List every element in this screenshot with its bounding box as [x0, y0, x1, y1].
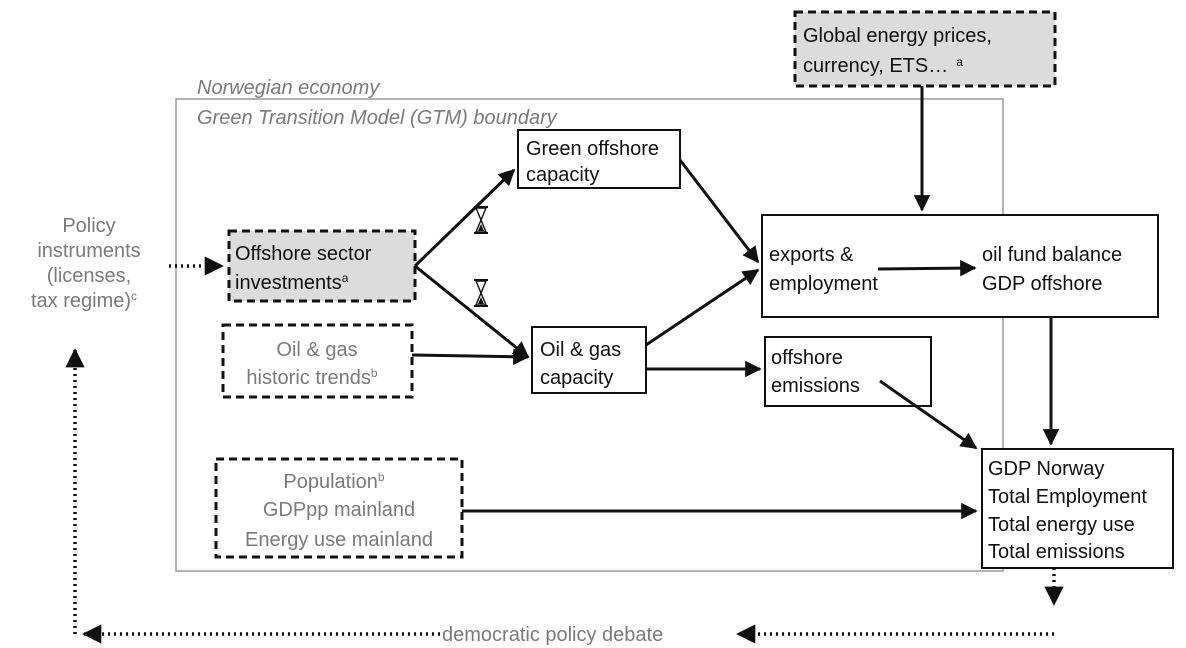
oil-gas-capacity-line2: capacity	[540, 367, 613, 389]
oil-gas-trends-line1: Oil & gas	[276, 339, 357, 361]
oil-gas-trends-node: Oil & gas historic trendsb	[221, 323, 414, 399]
policy-note: c	[131, 289, 137, 303]
oil-gas-capacity-line1: Oil & gas	[540, 339, 621, 361]
exports-oilfund-node: exports & employment oil fund balance GD…	[761, 214, 1159, 318]
norwegian-economy-label: Norwegian economy	[197, 77, 380, 99]
exports-employment-line1: exports &	[769, 244, 854, 266]
global-prices-note: a	[956, 55, 963, 69]
svg-text:currency, ETS…a: currency, ETS… a	[803, 55, 963, 77]
arrow-exports-to-oilfund	[877, 259, 977, 277]
green-capacity-line1: Green offshore	[526, 138, 659, 160]
oil-fund-line1: oil fund balance	[982, 244, 1122, 266]
policy-line1: Policy	[62, 215, 115, 237]
arrow-green-to-exports	[678, 159, 760, 264]
totals-line3: Total energy use	[988, 514, 1135, 536]
svg-text:Populationb: Populationb	[283, 470, 385, 493]
arrow-trends-to-oilgas	[411, 348, 530, 365]
policy-instruments-node: Policy instruments (licenses, tax regime…	[31, 215, 141, 312]
totals-line2: Total Employment	[988, 486, 1147, 508]
totals-line1: GDP Norway	[988, 458, 1104, 480]
green-capacity-node: Green offshore capacity	[517, 129, 681, 189]
policy-line2: instruments	[37, 240, 140, 262]
policy-line4: tax regime)	[31, 290, 131, 312]
arrow-investments-to-oilgas	[414, 264, 530, 359]
oil-gas-trends-note: b	[371, 366, 378, 380]
svg-text:historic trendsb: historic trendsb	[246, 366, 378, 389]
democratic-debate-label: democratic policy debate	[442, 624, 663, 646]
totals-line4: Total emissions	[988, 541, 1125, 563]
totals-node: GDP Norway Total Employment Total energy…	[981, 448, 1174, 569]
hourglass-icon	[474, 206, 488, 234]
policy-line3: (licenses,	[47, 265, 131, 287]
offshore-investments-line1: Offshore sector	[235, 243, 372, 265]
arrow-emissions-to-totals	[879, 379, 978, 450]
oil-gas-capacity-node: Oil & gas capacity	[531, 326, 647, 394]
svg-text:tax regime)c: tax regime)c	[31, 289, 137, 312]
offshore-emissions-node: offshore emissions	[764, 336, 932, 407]
global-prices-line2: currency, ETS…	[803, 55, 948, 77]
global-prices-line1: Global energy prices,	[803, 25, 992, 47]
offshore-investments-note: a	[342, 271, 349, 285]
arrow-investments-to-green	[413, 168, 516, 268]
green-capacity-line2: capacity	[526, 164, 599, 186]
mainland-line2: GDPpp mainland	[263, 499, 415, 521]
hourglass-icon	[474, 279, 488, 307]
oil-gas-trends-line2: historic trends	[246, 367, 371, 389]
mainland-line1: Population	[283, 471, 378, 493]
svg-text:investmentsa: investmentsa	[235, 271, 349, 294]
offshore-emissions-line2: emissions	[771, 375, 860, 397]
oil-fund-line2: GDP offshore	[982, 273, 1102, 295]
offshore-investments-node: Offshore sector investmentsa	[227, 229, 417, 303]
offshore-emissions-line1: offshore	[771, 347, 843, 369]
mainland-line3: Energy use mainland	[245, 529, 433, 551]
exports-employment-line2: employment	[769, 273, 878, 295]
offshore-investments-line2: investments	[235, 272, 342, 294]
gtm-boundary-label: Green Transition Model (GTM) boundary	[197, 107, 558, 129]
mainland-node: Populationb GDPpp mainland Energy use ma…	[214, 457, 464, 559]
global-prices-node: Global energy prices, currency, ETS… a	[793, 10, 1057, 88]
gtm-boundary-box	[175, 98, 1004, 572]
mainland-line1-note: b	[378, 470, 385, 484]
arrow-oilgas-to-exports	[645, 268, 760, 347]
